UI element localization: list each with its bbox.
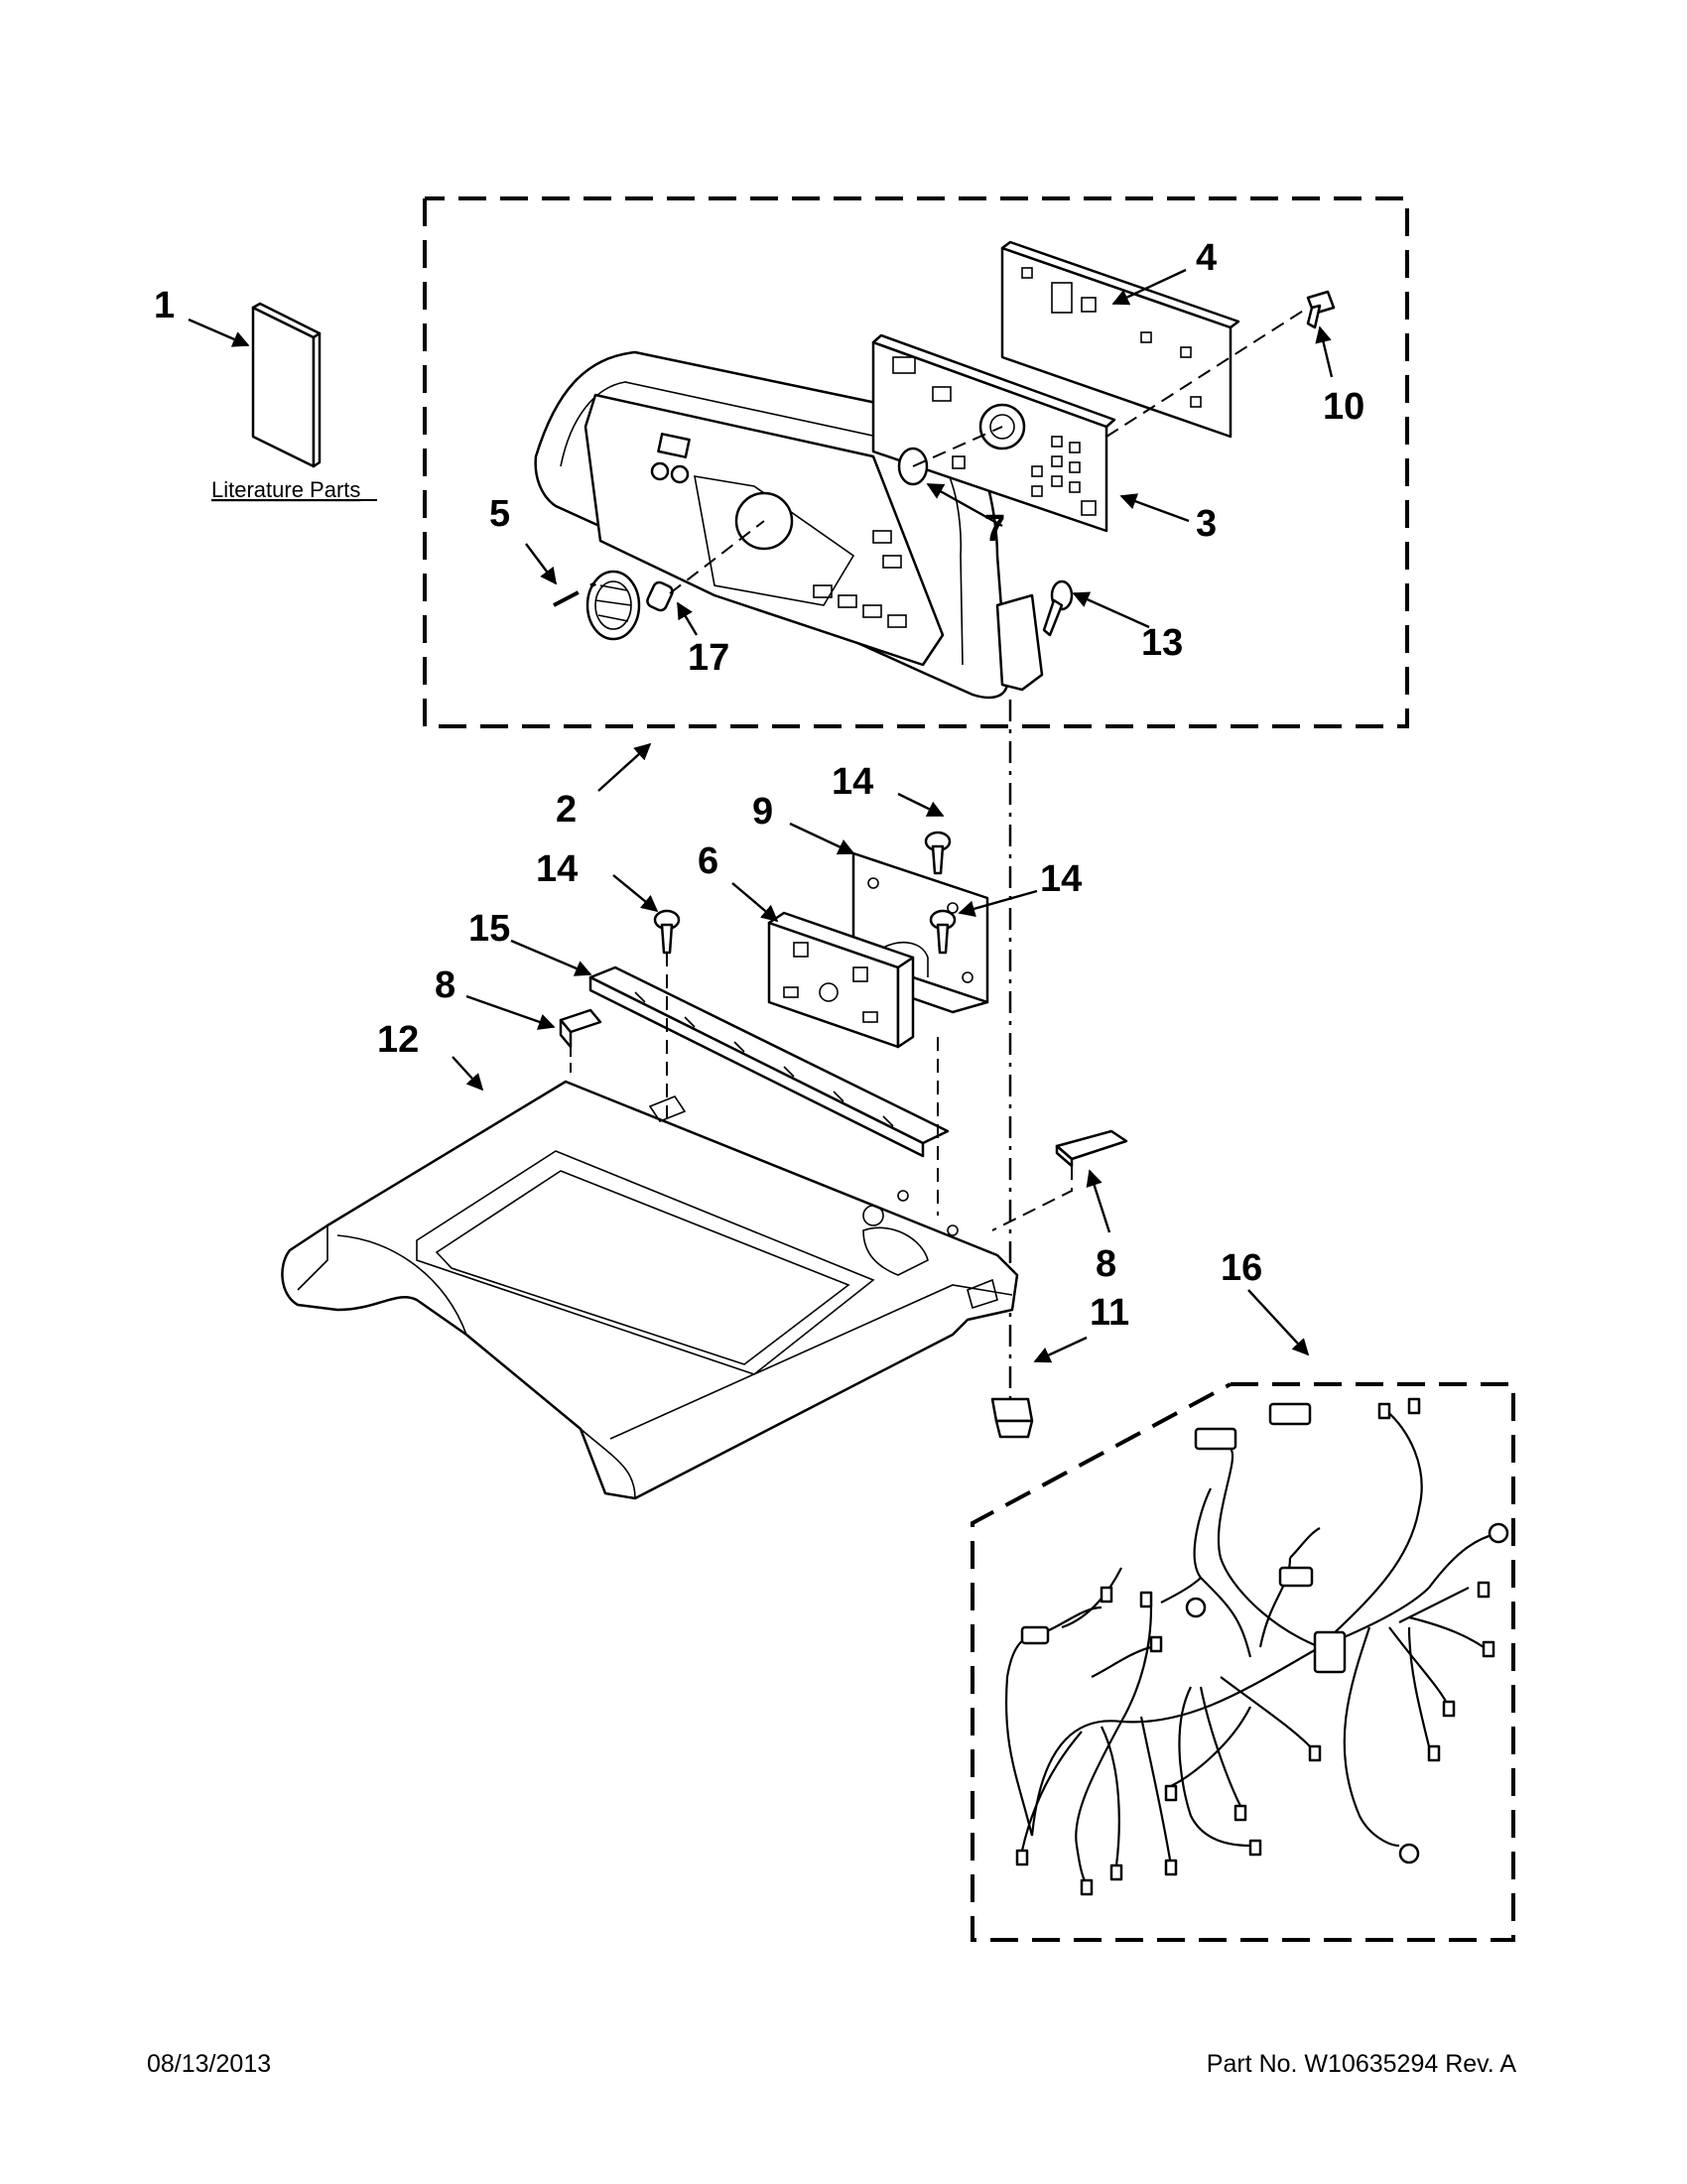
leader-arrows bbox=[188, 268, 1334, 1363]
console-assembly-box bbox=[423, 196, 1409, 728]
callout-15: 15 bbox=[468, 908, 510, 950]
callout-5: 5 bbox=[489, 493, 510, 535]
screw-14-top bbox=[924, 831, 952, 875]
callout-3: 3 bbox=[1196, 503, 1217, 545]
callout-1: 1 bbox=[154, 285, 175, 326]
callout-labels: 1 2 3 4 5 6 7 8 8 9 10 11 12 13 14 14 14… bbox=[154, 237, 1364, 1334]
callout-14-top: 14 bbox=[832, 761, 873, 803]
clip-8-right bbox=[1055, 1129, 1128, 1168]
callout-11: 11 bbox=[1090, 1292, 1129, 1334]
screw-13 bbox=[1042, 579, 1074, 637]
console-panel bbox=[534, 350, 1044, 700]
callout-14-left: 14 bbox=[536, 848, 578, 890]
callout-16: 16 bbox=[1221, 1247, 1262, 1289]
leveling-foot-11 bbox=[990, 1397, 1034, 1439]
callout-13: 13 bbox=[1141, 622, 1183, 664]
callout-17: 17 bbox=[688, 637, 729, 679]
footer-part-number: Part No. W10635294 Rev. A bbox=[1207, 2050, 1517, 2078]
literature-parts-label: Literature Parts bbox=[211, 477, 360, 502]
control-housing-6 bbox=[767, 911, 929, 1049]
top-panel-12 bbox=[281, 1080, 1019, 1500]
wire-harness-connectors bbox=[1015, 1397, 1509, 1896]
footer-date: 08/13/2013 bbox=[147, 2050, 271, 2078]
callout-6: 6 bbox=[698, 840, 718, 882]
callout-14-right: 14 bbox=[1040, 858, 1082, 900]
screw-14-left bbox=[653, 909, 681, 955]
callout-8-right: 8 bbox=[1096, 1243, 1116, 1285]
knob-spring-17 bbox=[646, 580, 674, 612]
callout-4: 4 bbox=[1196, 237, 1217, 279]
callout-12: 12 bbox=[377, 1019, 419, 1061]
callout-10: 10 bbox=[1323, 386, 1364, 428]
board-cover bbox=[1000, 240, 1240, 439]
callout-8-left: 8 bbox=[435, 964, 455, 1006]
screw-14-right bbox=[929, 909, 957, 955]
literature-parts-booklet bbox=[251, 302, 322, 468]
knob-5 bbox=[585, 570, 641, 641]
callout-9: 9 bbox=[752, 791, 773, 833]
clip-8-left bbox=[559, 1008, 602, 1049]
callout-7: 7 bbox=[984, 508, 1005, 550]
rail-15 bbox=[588, 965, 950, 1158]
wire-harness-16 bbox=[1004, 1408, 1499, 1886]
control-board bbox=[871, 333, 1116, 533]
callout-2: 2 bbox=[556, 789, 577, 831]
screw-10 bbox=[1306, 290, 1336, 329]
